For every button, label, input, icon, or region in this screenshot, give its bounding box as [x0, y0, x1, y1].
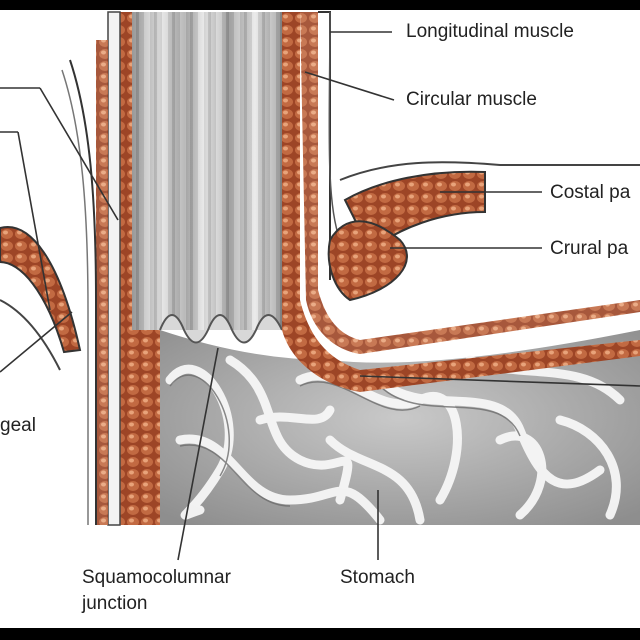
- leader-lines: [0, 31, 640, 561]
- stomach-mucosa: [160, 330, 640, 525]
- frame-border-top: [0, 0, 640, 10]
- label-costal-part: Costal pa: [550, 182, 631, 203]
- label-circular-muscle: Circular muscle: [406, 89, 537, 110]
- label-junction: junction: [82, 593, 148, 614]
- gastric-rugae: [165, 355, 625, 525]
- label-esophageal-fragment: geal: [0, 415, 36, 436]
- left-esophageal-wall: [120, 12, 160, 525]
- z-line: [159, 314, 283, 344]
- diaphragm-left: [0, 226, 82, 354]
- label-squamocolumnar: Squamocolumnar: [82, 567, 231, 588]
- right-esophageal-wall: [282, 12, 640, 392]
- gastric-rugae-shadow: [169, 374, 521, 507]
- frame-border-bottom: [0, 628, 640, 640]
- label-stomach: Stomach: [340, 567, 415, 588]
- diaphragm-crural-part: [327, 220, 408, 302]
- label-longitudinal-muscle: Longitudinal muscle: [406, 21, 574, 42]
- label-crural-part: Crural pa: [550, 238, 629, 259]
